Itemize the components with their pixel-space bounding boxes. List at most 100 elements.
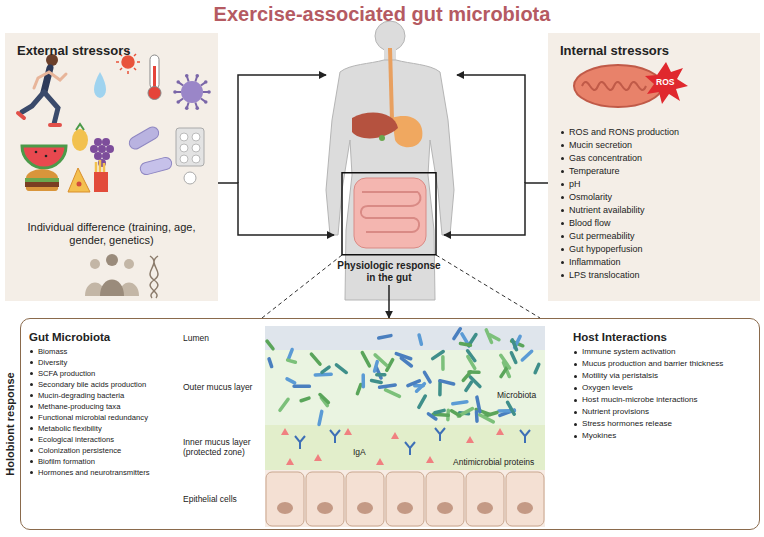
microbe bbox=[362, 353, 369, 366]
people-icon bbox=[85, 254, 158, 298]
people-icon bbox=[90, 259, 100, 269]
pill-icon bbox=[180, 144, 188, 152]
epithelial-cell bbox=[386, 472, 424, 526]
list-heading: Gut Microbiota bbox=[29, 331, 175, 343]
immune-molecule bbox=[376, 458, 384, 465]
microbe bbox=[440, 381, 454, 384]
microbe bbox=[463, 372, 470, 381]
list-item: Temperature bbox=[560, 165, 748, 178]
microbe bbox=[480, 415, 494, 422]
mitochondrion-icon bbox=[582, 82, 646, 90]
box-label: Physiologic response in the gut bbox=[334, 260, 444, 284]
food-icon bbox=[77, 182, 82, 187]
food-icon bbox=[72, 129, 88, 151]
food-icon bbox=[25, 178, 59, 182]
food-icon bbox=[90, 138, 114, 167]
microbe bbox=[470, 377, 480, 387]
list-item: Colonization persistence bbox=[29, 445, 175, 456]
people-icon bbox=[100, 280, 124, 297]
list-item: Mucin-degrading bacteria bbox=[29, 390, 175, 401]
list-group: Host InteractionsImmune system activatio… bbox=[573, 331, 753, 442]
virus-icon bbox=[207, 90, 211, 94]
microbe bbox=[322, 367, 329, 372]
virus-icon bbox=[176, 80, 180, 84]
list-item: Myokines bbox=[573, 430, 753, 442]
panel-heading: Internal stressors bbox=[560, 43, 748, 58]
zoom-leader bbox=[436, 255, 540, 318]
list-item: Gas concentration bbox=[560, 152, 748, 165]
layer-label: Epithelial cells bbox=[182, 494, 264, 504]
human-body bbox=[326, 21, 454, 300]
microbe bbox=[477, 397, 480, 412]
immune-molecule bbox=[286, 458, 294, 465]
food-icon bbox=[25, 182, 59, 187]
microbe bbox=[508, 402, 515, 414]
thermometer-icon bbox=[150, 55, 159, 89]
list-item: pH bbox=[560, 178, 748, 191]
microbe bbox=[336, 365, 346, 373]
list-item: Inflammation bbox=[560, 256, 748, 269]
virus-icon bbox=[204, 80, 208, 84]
list-item: Oxygen levels bbox=[573, 382, 753, 394]
human-body bbox=[352, 113, 398, 139]
immune-molecule bbox=[405, 442, 415, 455]
mitochondrion-icon bbox=[645, 62, 688, 104]
gut-layers bbox=[265, 326, 545, 527]
food-icon bbox=[96, 160, 104, 172]
list-item: Ecological interactions bbox=[29, 434, 175, 445]
list-item: Gut permeability bbox=[560, 230, 748, 243]
immune-molecule bbox=[281, 428, 289, 435]
food-icon bbox=[54, 150, 57, 153]
microbiota-label: Microbiota bbox=[496, 390, 537, 400]
food-icon bbox=[98, 145, 106, 153]
epithelial-cell bbox=[306, 472, 344, 526]
microbe bbox=[454, 329, 460, 339]
people-icon bbox=[150, 256, 158, 298]
flow-arrow bbox=[218, 183, 334, 235]
epithelial-cell bbox=[317, 502, 333, 514]
list-heading: Host Interactions bbox=[573, 331, 753, 343]
microbe bbox=[372, 381, 382, 383]
microbe bbox=[468, 357, 475, 369]
food-icon bbox=[94, 172, 108, 192]
food-icon bbox=[26, 169, 58, 178]
list-item: ROS and RONS production bbox=[560, 126, 748, 139]
pill-icon bbox=[176, 128, 204, 166]
immune-molecule bbox=[435, 428, 445, 441]
thermometer-icon bbox=[148, 55, 161, 100]
panel-note: Individual difference (training, age, ge… bbox=[13, 221, 210, 247]
list-item: Nutrient availability bbox=[560, 204, 748, 217]
microbe bbox=[428, 414, 435, 419]
food-icon bbox=[22, 146, 66, 168]
list-item: LPS translocation bbox=[560, 269, 748, 282]
food-icon bbox=[90, 145, 98, 153]
stressor-panel: Internal stressorsROS and RONS productio… bbox=[548, 33, 760, 301]
human-body bbox=[390, 48, 392, 120]
runner-icon bbox=[22, 92, 58, 124]
epithelial-cell bbox=[506, 472, 544, 526]
gut-layers bbox=[265, 470, 545, 527]
virus-icon bbox=[173, 90, 177, 94]
immune-molecule bbox=[330, 430, 340, 443]
immune-molecule bbox=[391, 432, 399, 439]
list-item: Nutrient provisions bbox=[573, 406, 753, 418]
microbe bbox=[401, 358, 411, 366]
list-item: Biomass bbox=[29, 346, 175, 357]
virus-icon bbox=[181, 81, 203, 103]
human-body bbox=[361, 192, 421, 232]
virus-icon bbox=[204, 100, 208, 104]
microbe bbox=[452, 411, 460, 416]
mitochondrion-icon bbox=[574, 62, 688, 107]
thermometer-icon bbox=[153, 66, 156, 88]
runner-icon bbox=[34, 72, 66, 88]
list-item: Functional microbial redundancy bbox=[29, 412, 175, 423]
microbe bbox=[415, 384, 424, 388]
pill-icon bbox=[192, 133, 200, 141]
microbe bbox=[280, 399, 288, 410]
immune-molecule bbox=[295, 436, 305, 449]
list-item: Host mucin-microbe interactions bbox=[573, 394, 753, 406]
microbe bbox=[453, 402, 467, 404]
list-item: Osmolarity bbox=[560, 191, 748, 204]
pill-icon bbox=[127, 125, 161, 151]
pill-icon bbox=[139, 156, 173, 176]
